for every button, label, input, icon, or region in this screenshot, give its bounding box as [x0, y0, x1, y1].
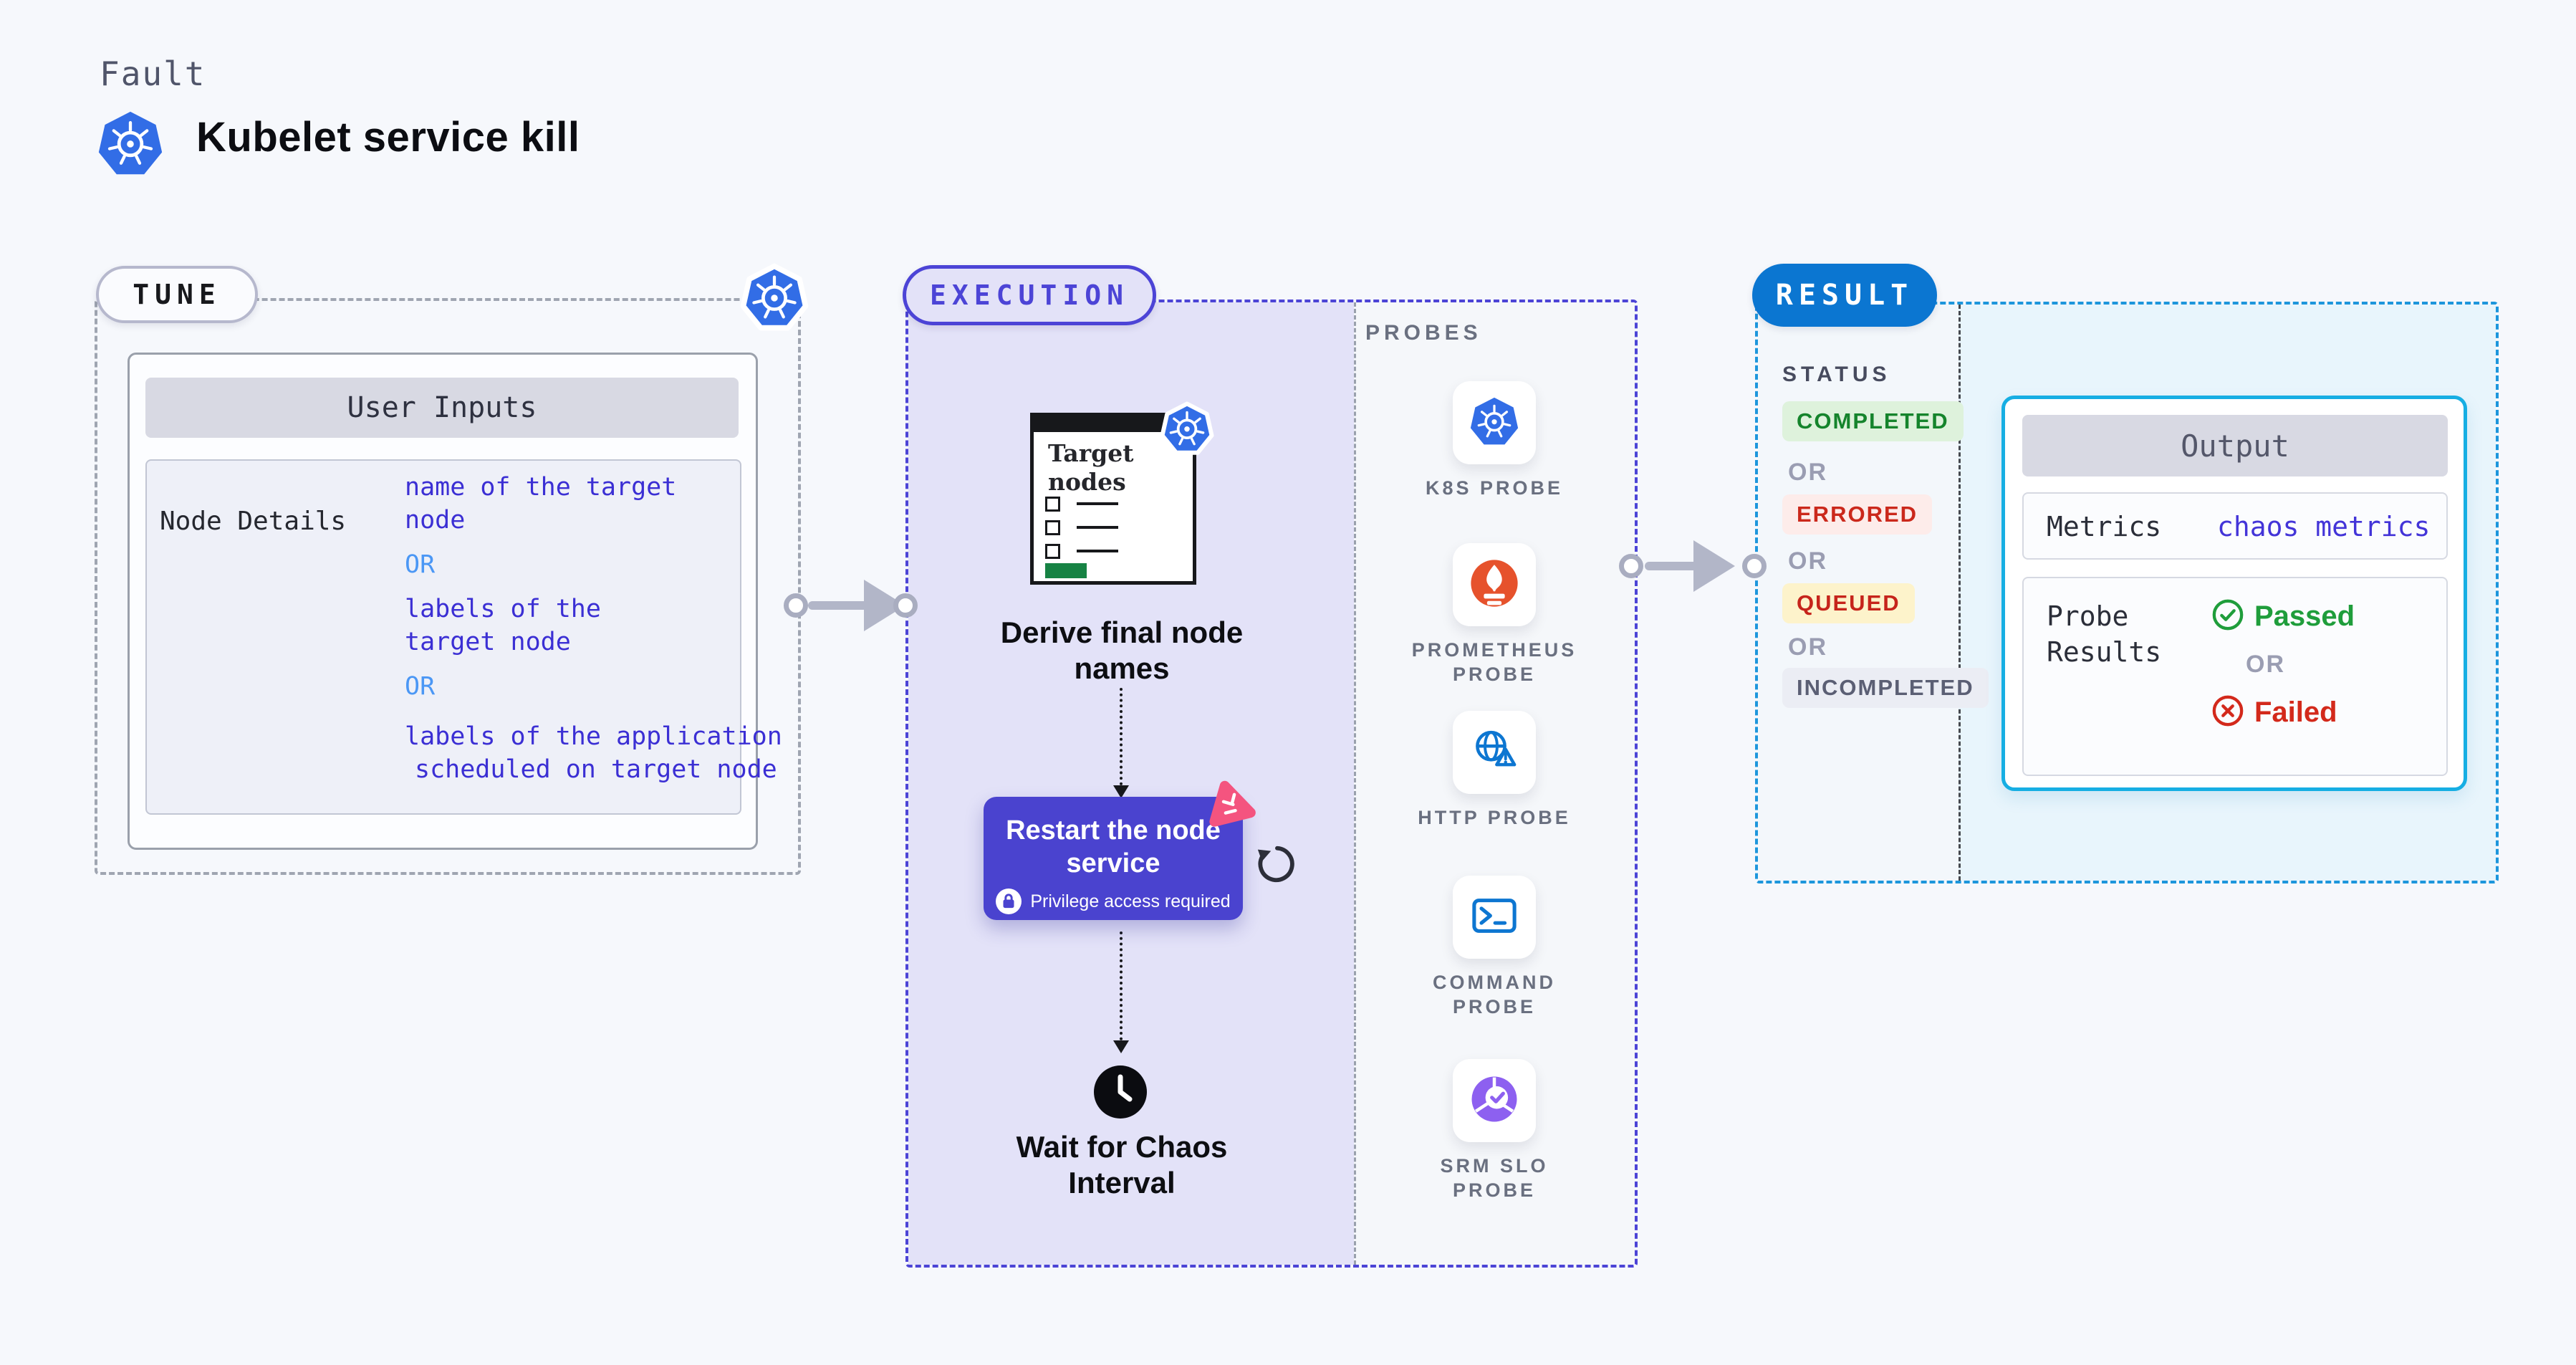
- probe-card-k8s: [1453, 381, 1536, 464]
- probe-card-prometheus: [1453, 543, 1536, 626]
- or-separator: OR: [2246, 651, 2285, 678]
- line-placeholder: [1077, 502, 1118, 505]
- chaos-fault-icon: [1202, 777, 1256, 835]
- derive-node-names-step: Derive final node names: [1000, 616, 1244, 685]
- privilege-note: Privilege access required: [984, 889, 1243, 914]
- input-line: labels of the application: [405, 722, 782, 751]
- probes-label: PROBES: [1365, 321, 1482, 345]
- metrics-value-link: chaos metrics: [2217, 511, 2431, 542]
- probe-results-row: Probe Results Passed OR Failed: [2022, 577, 2448, 776]
- tune-section: [95, 298, 801, 875]
- x-circle-icon: [2211, 694, 2244, 731]
- failed-text: Failed: [2254, 696, 2337, 728]
- page-title: Kubelet service kill: [196, 114, 580, 161]
- output-header: Output: [2022, 415, 2448, 476]
- progress-bar: [1045, 563, 1087, 578]
- output-card: Output Metrics chaos metrics Probe Resul…: [2001, 396, 2467, 791]
- probe-card-srm-slo: [1453, 1059, 1536, 1142]
- node-details-values: name of the target node OR labels of the…: [405, 471, 782, 786]
- input-line: name of the target: [405, 473, 677, 502]
- window-titlebar: [1034, 416, 1193, 432]
- probe-card-http: [1453, 711, 1536, 794]
- checkbox-icon: [1045, 544, 1060, 559]
- kubernetes-badge-icon: [1157, 398, 1217, 462]
- target-nodes-title: Target nodes: [1048, 439, 1134, 496]
- input-line: node: [405, 506, 466, 535]
- user-inputs-table: Node Details name of the target node OR …: [145, 459, 782, 815]
- kubernetes-corner-icon: [736, 259, 812, 339]
- or-separator: OR: [405, 550, 436, 579]
- connector-dot: [784, 593, 808, 618]
- http-icon: [1469, 725, 1520, 780]
- command-icon: [1469, 890, 1520, 945]
- k8s-icon: [1469, 396, 1520, 451]
- connector-dot: [893, 593, 918, 618]
- or-separator: OR: [1788, 459, 1827, 486]
- dotted-arrow-head: [1113, 785, 1129, 798]
- user-inputs-header: User Inputs: [145, 378, 739, 438]
- probe-label-command: COMMAND PROBE: [1433, 972, 1556, 1017]
- privilege-note-text: Privilege access required: [1030, 891, 1231, 911]
- node-details-label: Node Details: [160, 507, 347, 536]
- status-badge-incompleted: INCOMPLETED: [1782, 668, 1989, 708]
- dotted-connector: [1120, 931, 1123, 1040]
- dotted-arrow-head: [1113, 1040, 1129, 1053]
- status-badge-completed: COMPLETED: [1782, 401, 1964, 441]
- probe-label-srm-slo: SRM SLO PROBE: [1440, 1155, 1549, 1201]
- arrow-head: [1693, 540, 1735, 592]
- connector-dot: [1742, 554, 1767, 578]
- kubernetes-logo-icon: [96, 107, 165, 183]
- clock-icon: [1092, 1063, 1149, 1124]
- probe-label-k8s: K8S PROBE: [1425, 477, 1564, 499]
- checkbox-icon: [1045, 520, 1060, 535]
- wait-chaos-interval-step: Wait for Chaos Interval: [1016, 1130, 1228, 1199]
- connector-dot: [1619, 554, 1643, 578]
- line-placeholder: [1077, 550, 1118, 552]
- checkbox-icon: [1045, 497, 1060, 512]
- execution-badge: EXECUTION: [903, 265, 1156, 325]
- probe-results-label: Probe Results: [2047, 600, 2162, 668]
- fault-kicker: Fault: [100, 54, 206, 93]
- restart-title: Restart the node service: [1006, 815, 1221, 878]
- probe-card-command: [1453, 876, 1536, 959]
- probe-label-prometheus: PROMETHEUS PROBE: [1411, 639, 1577, 685]
- prometheus-icon: [1469, 557, 1520, 613]
- metrics-label: Metrics: [2047, 511, 2162, 542]
- dotted-connector: [1120, 688, 1123, 785]
- srm-slo-icon: [1469, 1073, 1520, 1129]
- lock-icon: [996, 889, 1022, 914]
- retry-loop-icon: [1255, 843, 1297, 888]
- status-badge-queued: QUEUED: [1782, 583, 1915, 623]
- tune-badge: TUNE: [96, 266, 258, 323]
- input-line: scheduled on target node: [415, 755, 777, 784]
- input-line: labels of the: [405, 595, 601, 623]
- line-placeholder: [1077, 526, 1118, 529]
- probe-results-values: Passed OR Failed: [2211, 598, 2355, 731]
- restart-node-service-card: Restart the node service Privilege acces…: [984, 797, 1243, 920]
- or-separator: OR: [405, 672, 436, 701]
- or-separator: OR: [1788, 547, 1827, 575]
- input-line: target node: [405, 628, 571, 656]
- status-badge-errored: ERRORED: [1782, 494, 1933, 535]
- metrics-row: Metrics chaos metrics: [2022, 492, 2448, 560]
- or-separator: OR: [1788, 633, 1827, 661]
- user-inputs-card: User Inputs Node Details name of the tar…: [128, 353, 782, 850]
- check-circle-icon: [2211, 598, 2244, 635]
- failed-item: Failed: [2211, 694, 2355, 731]
- passed-item: Passed: [2211, 598, 2355, 635]
- probe-label-http: HTTP PROBE: [1418, 807, 1571, 828]
- status-label: STATUS: [1782, 363, 1891, 386]
- passed-text: Passed: [2254, 600, 2355, 632]
- status-output-divider: [1959, 305, 1961, 881]
- result-badge: RESULT: [1752, 264, 1937, 327]
